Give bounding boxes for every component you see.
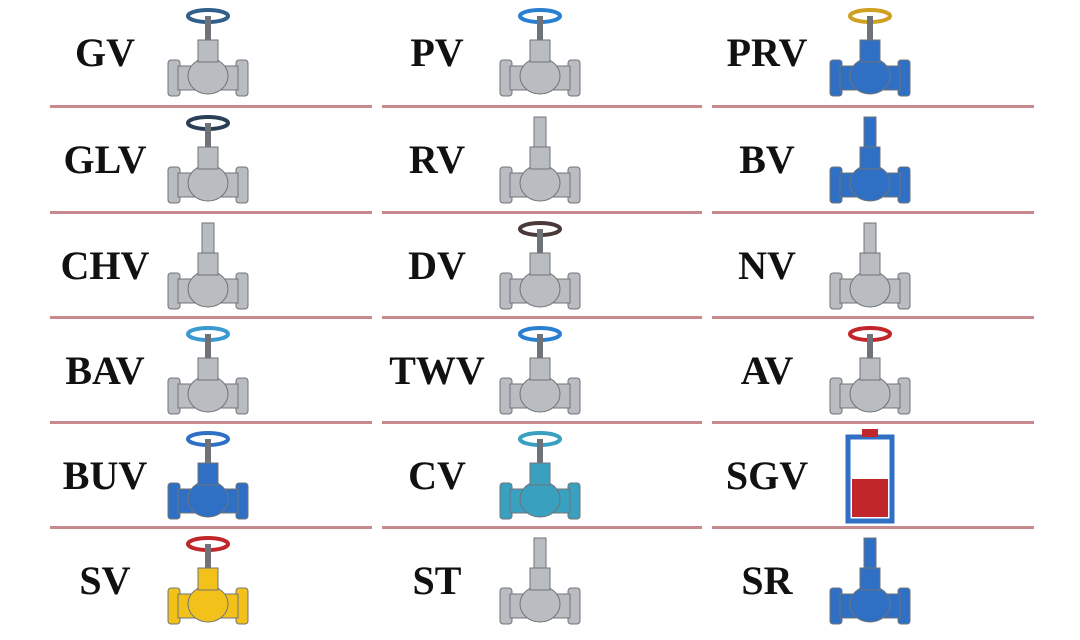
valve-abbreviation: CV bbox=[408, 453, 466, 498]
valve-abbreviation: ST bbox=[412, 558, 462, 603]
valve-abbreviation: PV bbox=[410, 30, 464, 75]
row-divider bbox=[382, 105, 702, 108]
valve-abbreviation: BUV bbox=[62, 453, 148, 498]
row-divider bbox=[50, 105, 372, 108]
valve-cell-prv: PRV bbox=[712, 0, 1042, 105]
valve-cell-bv: BV bbox=[712, 107, 1042, 212]
valve-abbreviation: BAV bbox=[65, 348, 145, 393]
row-divider bbox=[50, 421, 372, 424]
valve-abbreviation: BV bbox=[739, 137, 795, 182]
needle-valve-icon bbox=[822, 217, 918, 315]
reducing-valve-icon bbox=[492, 111, 588, 209]
row-divider bbox=[50, 316, 372, 319]
valve-abbreviation: NV bbox=[738, 243, 796, 288]
row-divider bbox=[712, 526, 1034, 529]
valve-cell-dv: DV bbox=[382, 213, 712, 318]
valve-cell-chv: CHV bbox=[50, 213, 380, 318]
control-valve-icon bbox=[492, 427, 588, 525]
gate-valve-icon bbox=[160, 4, 256, 102]
valve-cell-sv: SV bbox=[50, 528, 380, 633]
row-divider bbox=[712, 421, 1034, 424]
row-divider bbox=[382, 526, 702, 529]
strainer-icon bbox=[822, 532, 918, 630]
valve-cell-st: ST bbox=[382, 528, 712, 633]
valve-cell-cv: CV bbox=[382, 423, 712, 528]
valve-cell-buv: BUV bbox=[50, 423, 380, 528]
valve-abbreviation: GLV bbox=[63, 137, 147, 182]
valve-cell-av: AV bbox=[712, 318, 1042, 423]
valve-abbreviation: PRV bbox=[726, 30, 808, 75]
row-divider bbox=[712, 211, 1034, 214]
angle-valve-icon bbox=[822, 322, 918, 420]
valve-abbreviation: CHV bbox=[60, 243, 150, 288]
valve-abbreviation: SGV bbox=[725, 453, 809, 498]
row-divider bbox=[382, 421, 702, 424]
valve-cell-gv: GV bbox=[50, 0, 380, 105]
valve-cell-bav: BAV bbox=[50, 318, 380, 423]
row-divider bbox=[382, 211, 702, 214]
row-divider bbox=[50, 211, 372, 214]
valve-cell-pv: PV bbox=[382, 0, 712, 105]
pressure-relief-valve-icon bbox=[822, 4, 918, 102]
butterfly-valve-icon bbox=[160, 427, 256, 525]
globe-valve-icon bbox=[160, 111, 256, 209]
valve-abbreviation: GV bbox=[75, 30, 135, 75]
valve-abbreviation: AV bbox=[740, 348, 794, 393]
row-divider bbox=[50, 526, 372, 529]
slide-gate-valve-icon bbox=[822, 427, 918, 525]
safety-valve-icon bbox=[160, 532, 256, 630]
valve-cell-glv: GLV bbox=[50, 107, 380, 212]
valve-cell-sgv: SGV bbox=[712, 423, 1042, 528]
valve-abbreviation: SR bbox=[741, 558, 793, 603]
ball-valve-icon bbox=[160, 322, 256, 420]
valve-abbreviation: TWV bbox=[389, 348, 485, 393]
row-divider bbox=[382, 316, 702, 319]
valve-abbreviation: DV bbox=[408, 243, 466, 288]
row-divider bbox=[712, 105, 1034, 108]
valve-cell-sr: SR bbox=[712, 528, 1042, 633]
row-divider bbox=[712, 316, 1034, 319]
diaphragm-valve-icon bbox=[492, 217, 588, 315]
plug-valve-icon bbox=[492, 4, 588, 102]
check-valve-icon bbox=[160, 217, 256, 315]
valve-cell-twv: TWV bbox=[382, 318, 712, 423]
valve-cell-nv: NV bbox=[712, 213, 1042, 318]
steam-trap-icon bbox=[492, 532, 588, 630]
three-way-valve-icon bbox=[492, 322, 588, 420]
valve-abbreviation: RV bbox=[408, 137, 466, 182]
valve-cell-rv: RV bbox=[382, 107, 712, 212]
bottom-valve-icon bbox=[822, 111, 918, 209]
valve-abbreviation: SV bbox=[79, 558, 131, 603]
